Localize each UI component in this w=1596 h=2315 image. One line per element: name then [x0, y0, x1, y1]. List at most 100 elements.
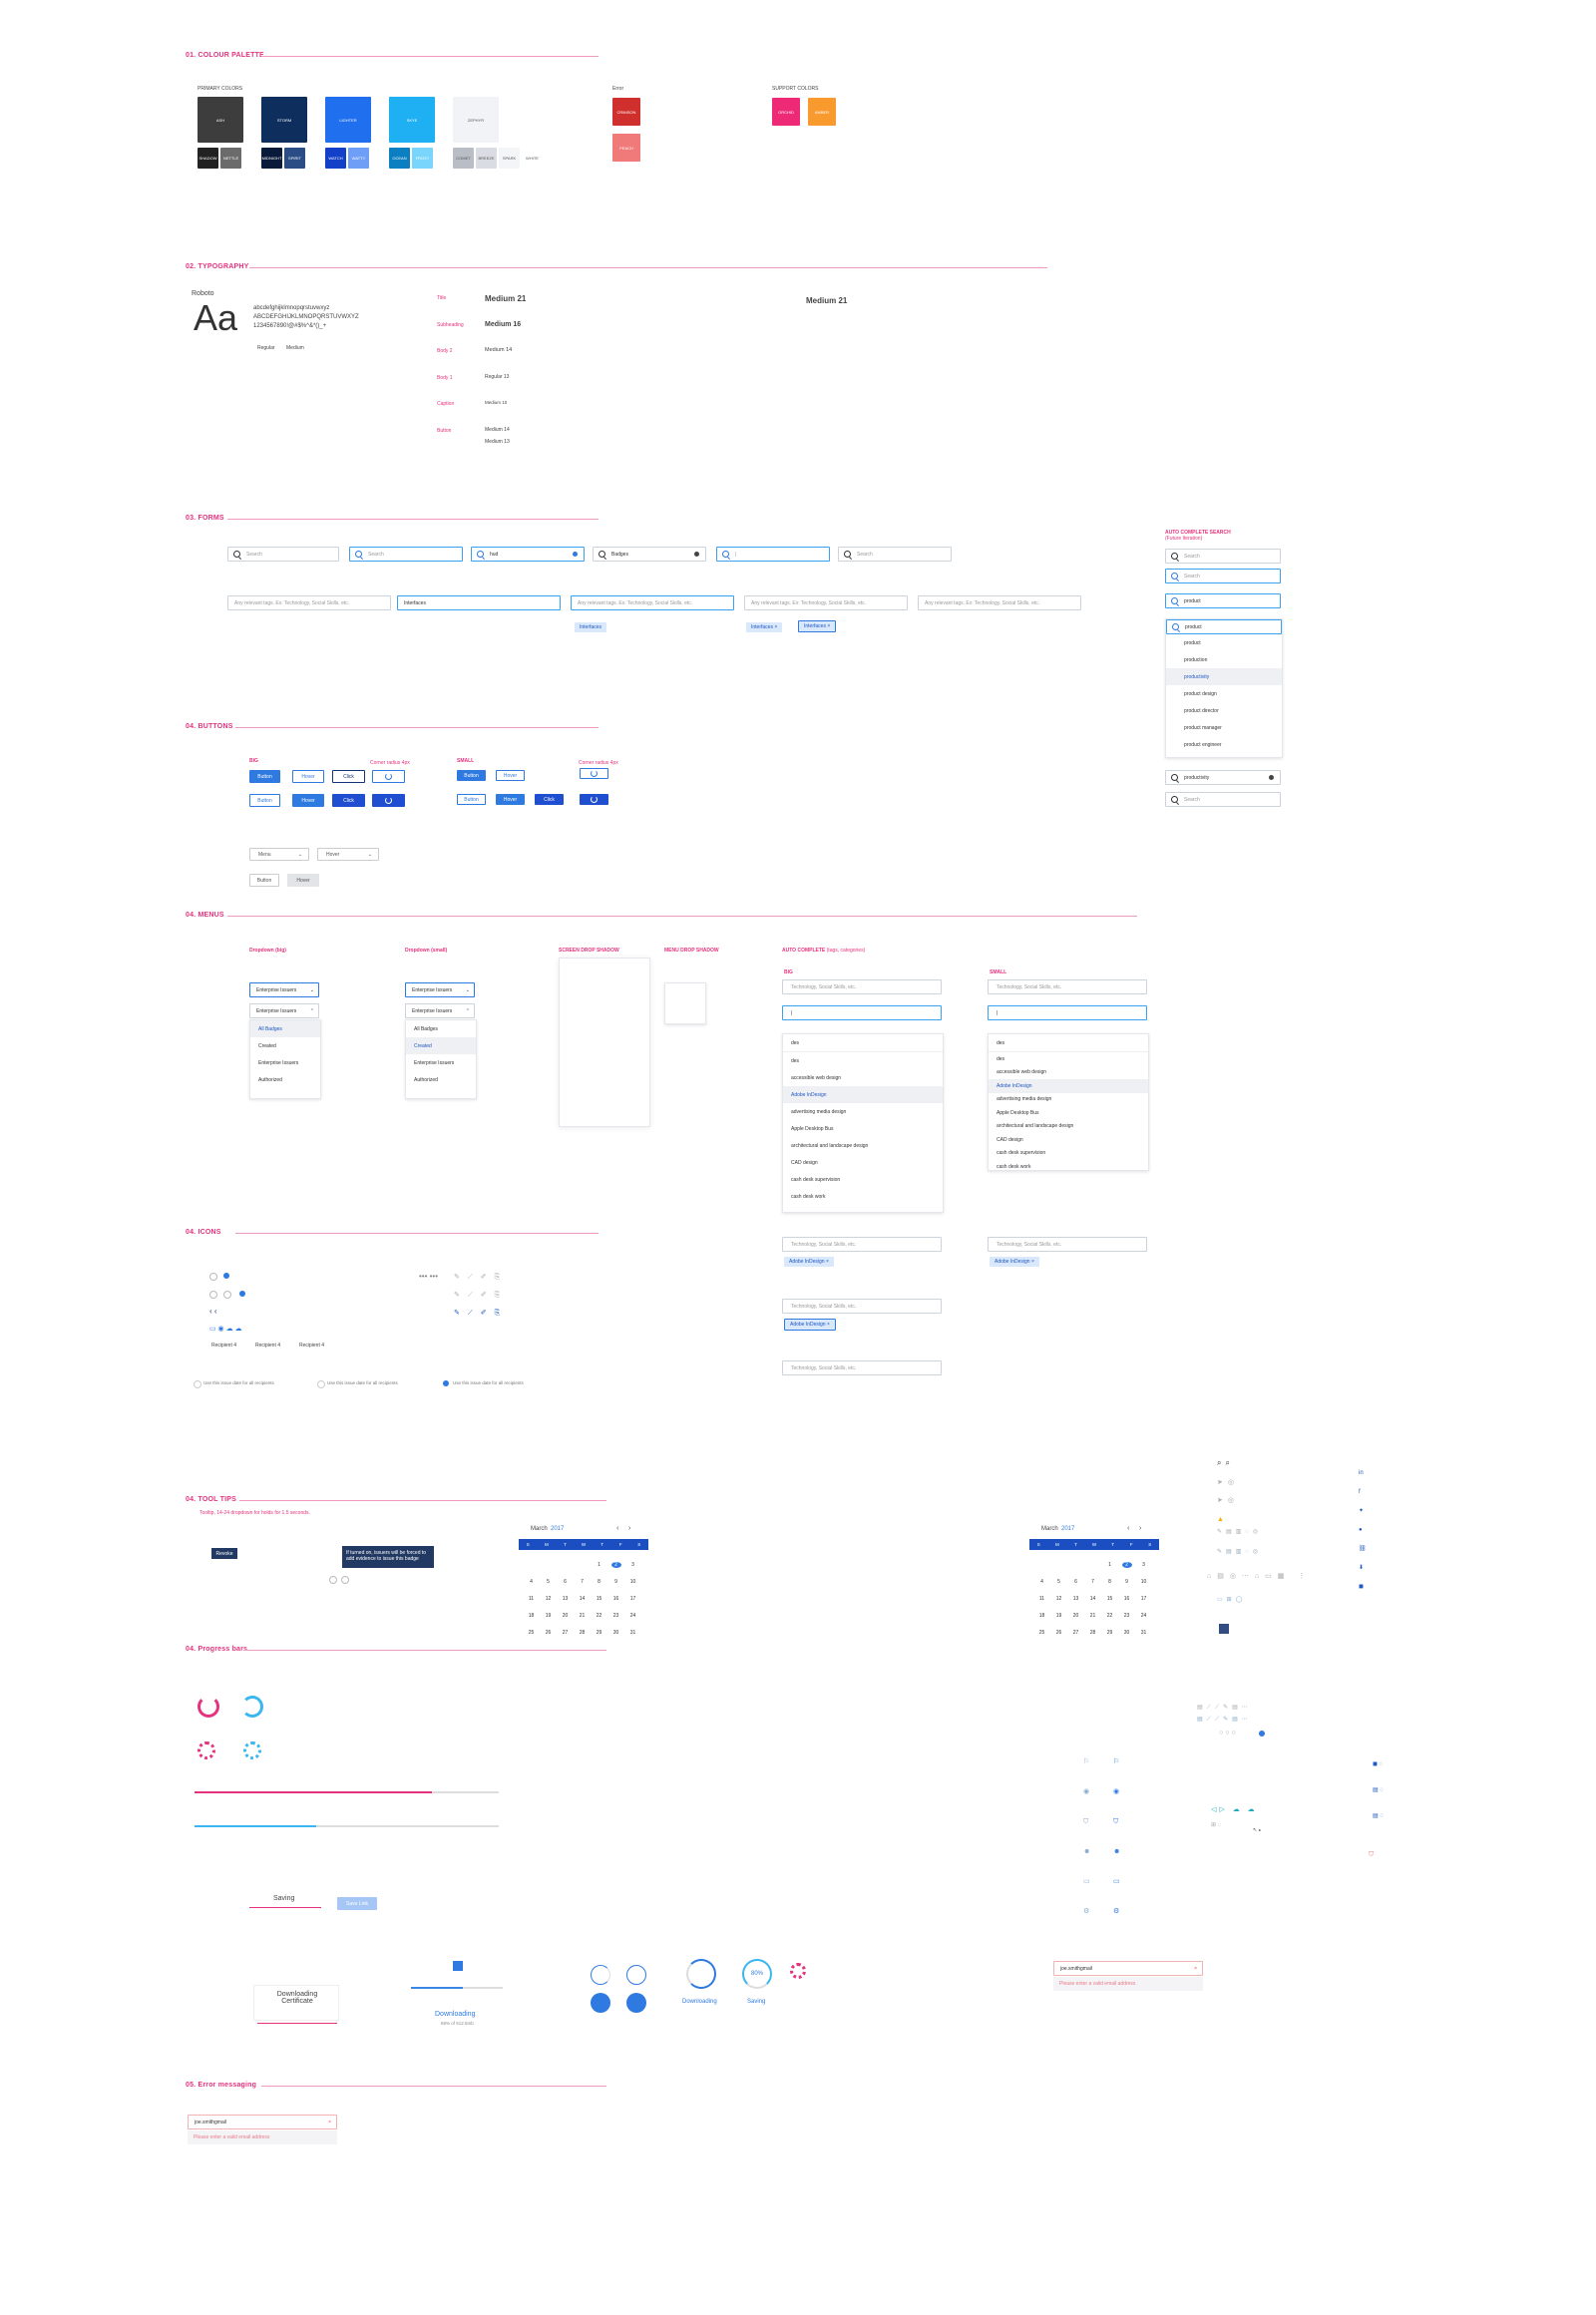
calendar-day[interactable]: 25 — [1038, 1630, 1045, 1636]
autocomplete-item[interactable]: CAD design — [791, 1159, 818, 1166]
calendar-day[interactable]: 14 — [579, 1596, 586, 1602]
link-icon[interactable]: ✎⟋✐⎘ — [454, 1292, 509, 1299]
calendar-day[interactable]: 4 — [530, 1579, 533, 1585]
autocomplete-item[interactable]: architectural and landscape design — [997, 1123, 1074, 1130]
autocomplete-item[interactable]: Adobe InDesign — [989, 1079, 1148, 1093]
autocomplete-item[interactable]: production — [1184, 656, 1208, 663]
dropdown-big-open[interactable]: Enterprise Issuers⌃ — [249, 1003, 319, 1018]
calendar-day[interactable]: 7 — [1091, 1579, 1094, 1585]
autocomplete-search-focus[interactable]: Search — [1165, 569, 1281, 583]
chevron-left-icon[interactable]: ‹ ‹ — [209, 1307, 217, 1316]
calendar-day[interactable]: 26 — [545, 1630, 552, 1636]
button-small-outline-hover[interactable]: Hover — [496, 794, 525, 805]
more-icon[interactable]: ••• ••• — [419, 1272, 439, 1281]
calendar-next-icon[interactable]: › — [628, 1525, 631, 1532]
calendar-day[interactable]: 13 — [562, 1596, 569, 1602]
autocomplete-item[interactable]: cash desk supervision — [997, 1150, 1046, 1157]
autocomplete-big-input[interactable]: Technology, Social Skills, etc. — [782, 979, 942, 994]
dot-active-icon[interactable] — [1259, 1731, 1265, 1736]
toolbar-icons[interactable]: ✎▤▥◌◎ — [1217, 1529, 1263, 1535]
calendar-day[interactable]: 28 — [1089, 1630, 1096, 1636]
calendar-day[interactable]: 29 — [596, 1630, 602, 1636]
calendar-day[interactable]: 30 — [612, 1630, 619, 1636]
calendar-day[interactable]: 9 — [614, 1579, 617, 1585]
text-button[interactable]: Button — [249, 874, 279, 887]
menu-button[interactable]: Menu⌄ — [249, 848, 309, 861]
autocomplete-item[interactable]: architectural and landscape design — [791, 1142, 869, 1149]
search-input-active[interactable]: | — [716, 547, 830, 562]
tag-adobe-indesign[interactable]: Adobe InDesign × — [990, 1257, 1039, 1267]
button-small-outline-loading[interactable] — [580, 794, 608, 805]
tag-interfaces[interactable]: Interfaces × — [746, 622, 783, 632]
save-link-button[interactable]: Save Link — [337, 1897, 377, 1910]
calendar-day[interactable]: 22 — [1106, 1613, 1113, 1619]
button-small-default[interactable]: Button — [457, 770, 486, 781]
calendar-day[interactable]: 16 — [612, 1596, 619, 1602]
calendar-day[interactable]: 5 — [1057, 1579, 1060, 1585]
edit-icon[interactable]: ✎⟋✐⎘ — [454, 1274, 509, 1281]
radio-selected-icon[interactable] — [223, 1273, 229, 1279]
tag-interfaces-selected[interactable]: Interfaces × — [798, 620, 837, 632]
calendar-day[interactable]: 10 — [629, 1579, 636, 1585]
menu-button-hover[interactable]: Hover⌄ — [317, 848, 379, 861]
autocomplete-item[interactable]: productivity — [1166, 668, 1282, 685]
autocomplete-query[interactable]: des — [783, 1034, 943, 1052]
autocomplete-big-focus[interactable]: | — [782, 1005, 942, 1020]
info-icon[interactable] — [329, 1576, 337, 1584]
autocomplete-item[interactable]: cash desk work — [997, 1163, 1031, 1170]
button-big-click[interactable]: Click — [332, 770, 365, 783]
button-big-outline-hover[interactable]: Hover — [292, 794, 324, 807]
radio-selected-icon[interactable] — [443, 1380, 449, 1386]
calendar-day[interactable]: 12 — [1055, 1596, 1062, 1602]
calendar-day[interactable]: 18 — [528, 1613, 535, 1619]
autocomplete-item[interactable]: product engineer — [1184, 741, 1222, 748]
tag-input-small[interactable]: Technology, Social Skills, etc. — [988, 1237, 1147, 1252]
autocomplete-item[interactable]: cash desk work — [791, 1193, 826, 1200]
calendar-day[interactable]: 19 — [1055, 1613, 1062, 1619]
autocomplete-item[interactable]: des — [791, 1057, 800, 1064]
autocomplete-item[interactable]: Apple Desktop Bus — [791, 1125, 834, 1132]
tag-adobe-indesign-selected[interactable]: Adobe InDesign × — [784, 1319, 836, 1331]
search-input[interactable]: Search — [227, 547, 339, 562]
dropdown-item[interactable]: Created — [258, 1042, 276, 1049]
toolbar-icons[interactable]: ⌂▤◎⋯⌂▭▦ ⋮ — [1207, 1573, 1312, 1580]
autocomplete-item[interactable]: Apple Desktop Bus — [997, 1109, 1039, 1116]
tags-input-idle[interactable]: Any relevant tags. Ex: Technology, Socia… — [918, 595, 1081, 610]
edit-active-icon[interactable]: ✎⟋✐⎘ — [454, 1310, 509, 1317]
calendar-day[interactable]: 17 — [1140, 1596, 1147, 1602]
calendar-day[interactable]: 2 — [610, 1562, 621, 1568]
autocomplete-item[interactable]: product — [1184, 639, 1201, 646]
button-big-loading[interactable] — [372, 770, 405, 783]
calendar-day[interactable]: 27 — [1072, 1630, 1079, 1636]
calendar-day[interactable]: 23 — [1123, 1613, 1130, 1619]
calendar-day[interactable]: 6 — [564, 1579, 567, 1585]
search-input-disabled[interactable]: Search — [838, 547, 952, 562]
search-input-filled[interactable]: Badges — [593, 547, 706, 562]
tag-input-3[interactable]: Technology, Social Skills, etc. — [782, 1360, 942, 1375]
calendar-day[interactable]: 7 — [581, 1579, 584, 1585]
autocomplete-item[interactable]: accessible web design — [997, 1069, 1047, 1076]
button-big-outline[interactable]: Button — [249, 794, 280, 807]
tags-input-typing[interactable]: Interfaces — [397, 595, 561, 610]
autocomplete-item[interactable]: advertising media design — [791, 1108, 847, 1115]
search-icon[interactable]: ⌕⌕ — [1217, 1458, 1234, 1467]
radio-icon[interactable] — [223, 1291, 231, 1299]
calendar-day[interactable]: 6 — [1074, 1579, 1077, 1585]
autocomplete-item[interactable]: product director — [1184, 707, 1219, 714]
calendar-day[interactable]: 5 — [547, 1579, 550, 1585]
calendar-day[interactable]: 1 — [598, 1562, 600, 1568]
send-icon[interactable]: ➤◎ — [1217, 1497, 1239, 1504]
calendar-day[interactable]: 24 — [1140, 1613, 1147, 1619]
dots-icon[interactable]: ○○○ — [1219, 1730, 1238, 1736]
calendar-day[interactable]: 27 — [562, 1630, 569, 1636]
calendar-day[interactable]: 22 — [596, 1613, 602, 1619]
calendar-day[interactable]: 31 — [1140, 1630, 1147, 1636]
calendar-next-icon[interactable]: › — [1139, 1525, 1142, 1532]
toolbar-icons[interactable]: ✎▤▥◌◎ — [1217, 1549, 1263, 1555]
calendar-day[interactable]: 26 — [1055, 1630, 1062, 1636]
autocomplete-search-filled[interactable]: productivity — [1165, 770, 1281, 785]
calendar-day[interactable]: 2 — [1121, 1562, 1132, 1568]
autocomplete-dropdown-input[interactable]: product — [1166, 619, 1282, 634]
email-field-error[interactable]: joe.smithgmail× — [188, 2115, 337, 2129]
